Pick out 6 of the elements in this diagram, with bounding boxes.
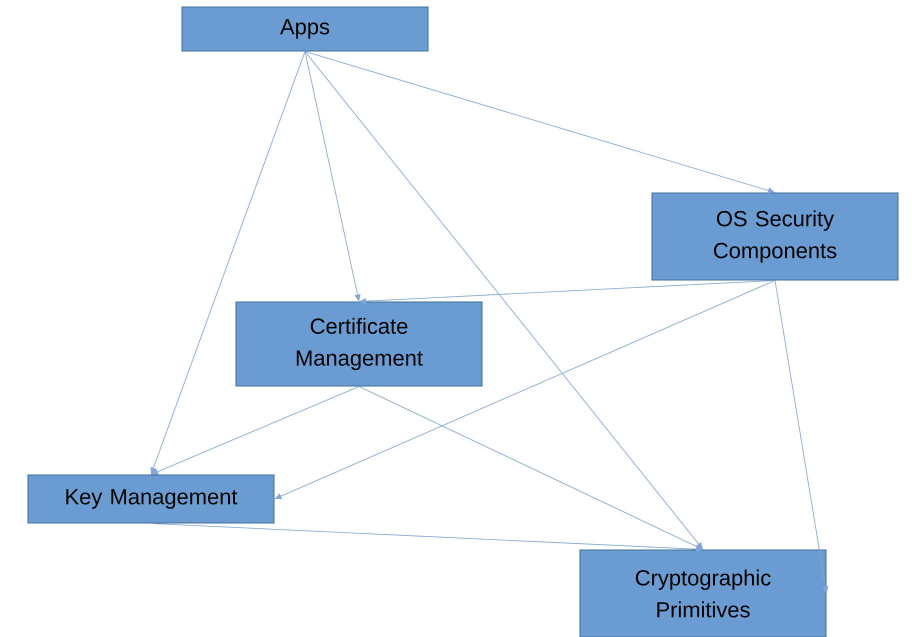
process-box: OS Security Components	[652, 192, 898, 280]
process-box: Cryptographic Primitives	[580, 550, 826, 637]
process-box: Key Management	[28, 474, 274, 524]
process-box: Apps	[182, 6, 428, 52]
process-box: Certificate Management	[236, 302, 482, 386]
arrow	[304, 51, 703, 550]
